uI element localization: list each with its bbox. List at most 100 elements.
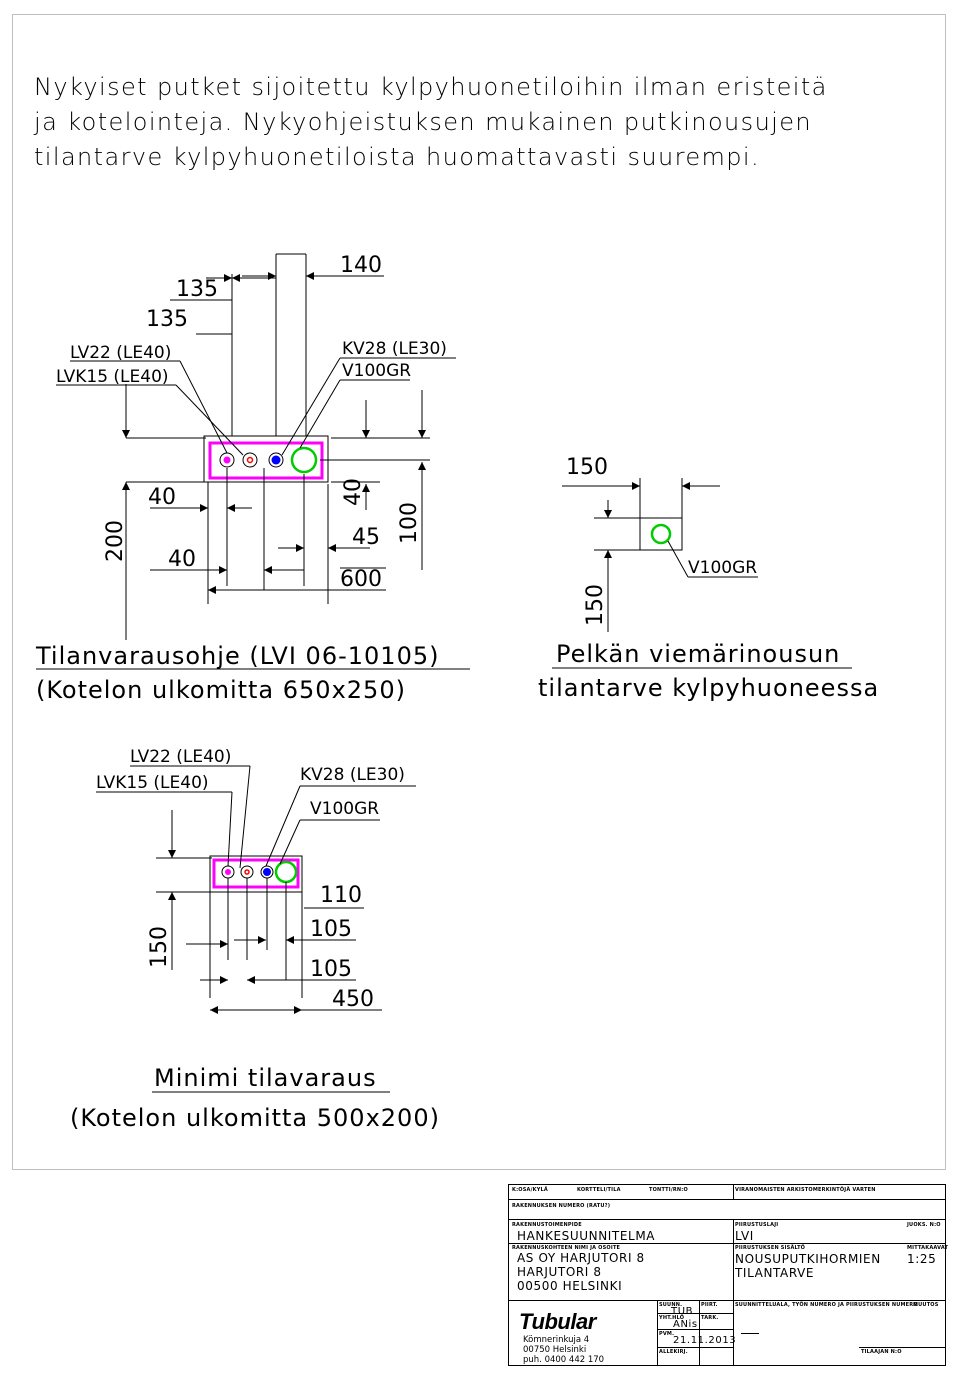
blank-drawing-number	[741, 1333, 759, 1334]
toimenpide-value: HANKESUUNNITELMA	[517, 1229, 656, 1243]
piirt-label: PIIRT.	[701, 1302, 718, 1308]
min-pipe-v100gr	[274, 860, 298, 884]
min-pipe-lv22-core	[225, 869, 231, 875]
min-dim-105-b: 105	[310, 957, 352, 982]
dim-100: 100	[397, 502, 422, 544]
caption-2-line-1: Pelkän viemärinousun	[556, 640, 840, 668]
leader-v100gr	[299, 379, 341, 449]
pipe-lvk15	[242, 452, 258, 468]
min-pipe-lvk15	[240, 865, 254, 879]
min-dim-105-a: 105	[310, 917, 352, 942]
suunnittelu-label: SUUNNITTELUALA, TYÖN NUMERO JA PIIRUSTUK…	[735, 1302, 918, 1308]
min-label-lv22: LV22 (LE40)	[130, 747, 231, 767]
kohde-label: RAKENNUSKOHTEEN NIMI JA OSOITE	[512, 1245, 621, 1251]
rakennus-numero-label: RAKENNUKSEN NUMERO (RATU?)	[512, 1203, 611, 1209]
sisalto-label: PIIRUSTUKSEN SISÄLTÖ	[735, 1245, 806, 1251]
label-v100gr: V100GR	[342, 361, 411, 381]
pipe-lvk15-core	[246, 456, 254, 464]
kohde-line-3: 00500 HELSINKI	[517, 1279, 623, 1293]
min-label-kv28: KV28 (LE30)	[300, 765, 405, 785]
sisalto-line-1: NOUSUPUTKIHORMIEN	[735, 1252, 881, 1266]
kosa-label: K:OSA/KYLÄ	[512, 1187, 548, 1193]
dim-600: 600	[340, 567, 382, 592]
pipe-v100gr-single	[650, 523, 672, 545]
caption-3-line-2: (Kotelon ulkomitta 500x200)	[70, 1104, 440, 1132]
company-address: Kömnerinkuja 4 00750 Helsinki puh. 0400 …	[523, 1335, 604, 1365]
suunn-label: SUUNN.	[659, 1302, 683, 1308]
address-line-3: puh. 0400 442 170	[523, 1355, 605, 1365]
piirustuslaji-label: PIIRUSTUSLAJI	[735, 1222, 779, 1228]
tark-label: TARK.	[701, 1315, 719, 1321]
intro-line-3: tilantarve kylpyhuonetiloista huomattava…	[34, 143, 761, 171]
address-line-2: 00750 Helsinki	[523, 1345, 587, 1355]
viranomainen-label: VIRANOMAISTEN ARKISTOMERKINTÖJÄ VARTEN	[735, 1187, 876, 1193]
dim-40-b: 40	[168, 547, 196, 572]
label-v100gr-single: V100GR	[688, 558, 757, 578]
kortteli-label: KORTTELI/TILA	[577, 1187, 621, 1193]
muutos-label: MUUTOS	[913, 1302, 939, 1308]
piirustuslaji-value: LVI	[735, 1229, 754, 1243]
caption-2-line-2: tilantarve kylpyhuoneessa	[538, 674, 879, 702]
leader-lvk15	[175, 384, 244, 456]
tubular-logo: Tubular	[519, 1309, 596, 1334]
intro-line-2: ja kotelointeja. Nykyohjeistuksen mukain…	[34, 108, 813, 136]
diagram-2	[552, 478, 852, 669]
kohde-line-1: AS OY HARJUTORI 8	[517, 1251, 645, 1265]
intro-text: Nykyiset putket sijoitettu kylpyhuonetil…	[34, 70, 914, 175]
dim-40-c: 40	[341, 478, 366, 506]
suunn-value: TUB	[671, 1306, 694, 1317]
min-dim-110: 110	[320, 883, 362, 908]
label-kv28: KV28 (LE30)	[342, 339, 447, 359]
diagram-3	[96, 765, 416, 1093]
min-pipe-lvk15-core	[244, 869, 250, 875]
dim-200: 200	[103, 520, 128, 562]
min-leader-kv28	[265, 785, 301, 867]
tilaajan-label: TILAAJAN N:O	[861, 1349, 902, 1355]
kohde-line-2: HARJUTORI 8	[517, 1265, 602, 1279]
min-pipe-kv28-core	[263, 868, 271, 876]
pipe-enclosure-box	[203, 435, 329, 483]
mittakaava-value: 1:25	[907, 1252, 937, 1266]
min-leader-lvk15	[227, 791, 233, 867]
leader-lv22	[179, 360, 228, 454]
dim-40-a: 40	[148, 485, 176, 510]
allekirj-label: ALLEKIRJ.	[659, 1349, 688, 1355]
label-lv22: LV22 (LE40)	[70, 343, 171, 363]
diagram-3-labels: LV22 (LE40) LVK15 (LE40) KV28 (LE30) V10…	[70, 747, 440, 1132]
yht-value: ANis	[673, 1319, 698, 1330]
min-dim-450: 450	[332, 987, 374, 1012]
sisalto-line-2: TILANTARVE	[735, 1266, 815, 1280]
tontti-label: TONTTI/RN:O	[649, 1187, 688, 1193]
diagram-2-labels: 150 150 V100GR Pelkän viemärinousun tila…	[538, 455, 879, 702]
dim-150-side: 150	[583, 584, 608, 626]
min-leader-lv22	[239, 765, 251, 869]
title-block: K:OSA/KYLÄ KORTTELI/TILA TONTTI/RN:O VIR…	[508, 1184, 949, 1366]
sewer-box	[639, 517, 683, 551]
pipe-lv22-core	[223, 456, 231, 464]
caption-1-line-2: (Kotelon ulkomitta 650x250)	[36, 676, 406, 704]
drawing-frame	[12, 14, 946, 1170]
mittakaava-label: MITTAKAAVAT	[907, 1245, 949, 1251]
pvm-label: PVM.	[659, 1331, 675, 1337]
min-enclosure-box	[209, 855, 303, 893]
toimenpide-label: RAKENNUSTOIMENPIDE	[512, 1222, 582, 1228]
pvm-value: 21.11.2013	[673, 1335, 737, 1346]
yht-label: YHT.HLÖ	[659, 1315, 685, 1321]
address-line-1: Kömnerinkuja 4	[523, 1335, 590, 1345]
min-insulation-outline	[212, 858, 300, 889]
pipe-v100gr	[290, 446, 318, 474]
pipe-kv28-core	[271, 455, 281, 465]
caption-3-line-1: Minimi tilavaraus	[154, 1064, 377, 1092]
juoks-label: JUOKS. N:O	[907, 1222, 941, 1228]
leader-kv28	[281, 357, 341, 456]
pipe-kv28	[268, 452, 284, 468]
min-leader-v100gr	[279, 819, 301, 865]
min-label-v100gr: V100GR	[310, 799, 379, 819]
min-dim-150: 150	[147, 926, 172, 968]
dim-150-top: 150	[566, 455, 608, 480]
dim-45: 45	[352, 525, 380, 550]
intro-line-1: Nykyiset putket sijoitettu kylpyhuonetil…	[34, 73, 828, 101]
dim-135-mid: 135	[146, 307, 188, 332]
caption-1-line-1: Tilanvarausohje (LVI 06-10105)	[35, 642, 439, 670]
